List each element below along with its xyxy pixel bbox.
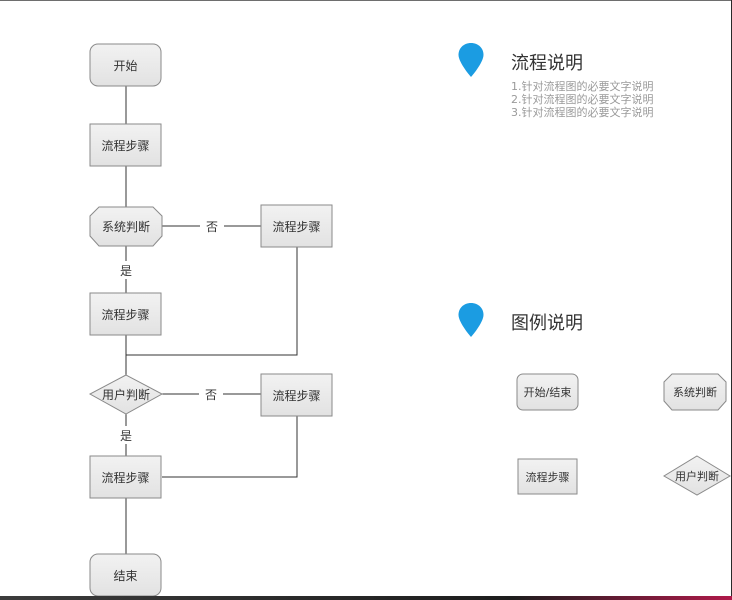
edge-step-no2-merge — [162, 416, 298, 478]
flow-note-1: 1.针对流程图的必要文字说明 — [511, 80, 654, 93]
legend-start-end-shape — [516, 373, 579, 411]
top-border — [0, 0, 732, 1]
flow-description-title: 流程说明 — [511, 53, 583, 74]
flow-note-3: 3.针对流程图的必要文字说明 — [511, 106, 654, 119]
step3-node: 流程步骤 — [101, 470, 150, 485]
bottom-accent-bar — [0, 596, 732, 600]
flow-note-2: 2.针对流程图的必要文字说明 — [511, 93, 654, 106]
legend-process-step-shape — [517, 458, 578, 495]
step-no1-shape — [260, 204, 333, 248]
system-decision-node: 系统判断 — [101, 220, 150, 234]
step2-shape — [89, 292, 162, 336]
user-decision-node: 用户判断 — [101, 388, 150, 402]
step-no2-shape — [260, 373, 333, 417]
system-decision-shape — [89, 206, 163, 247]
start-node: 开始 — [113, 58, 138, 73]
location-pin-icon — [458, 303, 484, 337]
step1-node: 流程步骤 — [101, 138, 150, 153]
edge-label-system-yes: 是 — [116, 261, 136, 279]
start-shape — [89, 43, 162, 87]
legend-user-decision-shape — [663, 455, 731, 496]
legend-process-step: 流程步骤 — [525, 470, 570, 484]
legend-title: 图例说明 — [511, 313, 583, 334]
step3-shape — [89, 455, 162, 499]
step-no1-node: 流程步骤 — [272, 219, 321, 234]
location-pin-icon — [458, 43, 484, 77]
legend-system-decision: 系统判断 — [673, 386, 717, 399]
edge-label-user-no: 否 — [199, 385, 223, 403]
edge-step-no1-merge — [126, 247, 298, 356]
step2-node: 流程步骤 — [101, 307, 150, 322]
step-no2-node: 流程步骤 — [272, 388, 321, 403]
legend-system-decision-shape — [663, 373, 727, 411]
edge-label-system-no: 否 — [200, 217, 224, 235]
edge-label-user-yes: 是 — [116, 426, 136, 444]
step1-shape — [89, 123, 162, 167]
legend-start-end: 开始/结束 — [523, 386, 572, 399]
end-node: 结束 — [113, 568, 138, 583]
user-decision-shape — [88, 374, 164, 415]
legend-user-decision: 用户判断 — [675, 469, 719, 483]
